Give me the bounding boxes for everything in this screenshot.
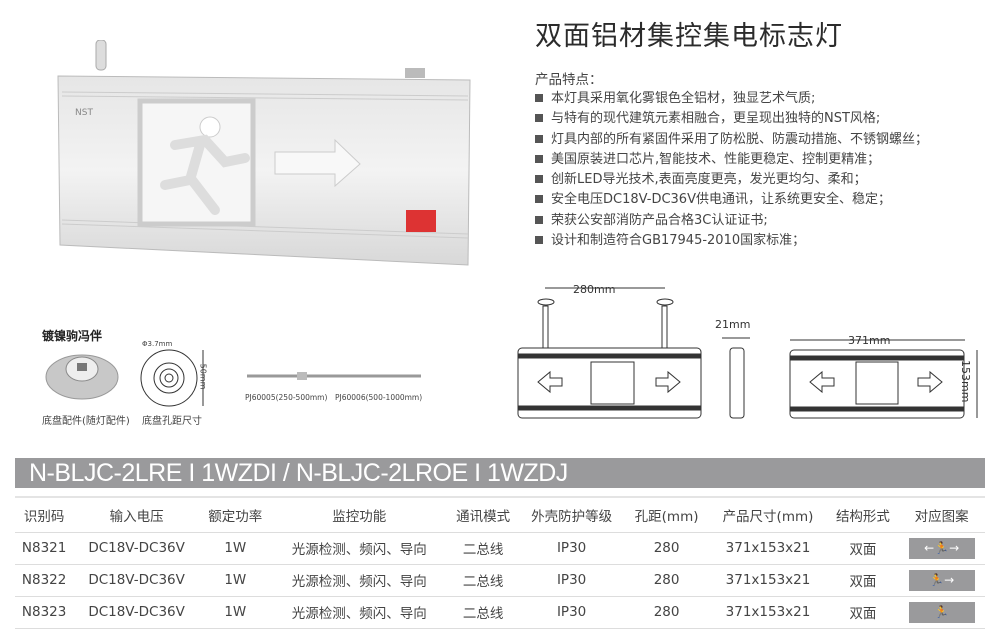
- dim-width: 371mm: [848, 334, 890, 347]
- cell-pattern: 🏃: [898, 596, 985, 629]
- cell-power: 1W: [199, 532, 271, 565]
- feature-text: 与特有的现代建筑元素相融合，更呈现出独特的NST风格;: [551, 111, 881, 127]
- features-list: 本灯具采用氧化雾银色全铝材，独显艺术气质; 与特有的现代建筑元素相融合，更呈现出…: [535, 89, 928, 251]
- hole-height: 50mm: [198, 363, 208, 390]
- cell-power: 1W: [199, 564, 271, 597]
- cell-monitor: 光源检测、频闪、导向: [270, 596, 448, 629]
- bullet-icon: [535, 134, 543, 143]
- col-header: 对应图案: [898, 496, 985, 533]
- feature-text: 灯具内部的所有紧固件采用了防松脱、防震动措施、不锈钢螺丝；: [551, 131, 929, 147]
- col-header: 通讯模式: [447, 496, 519, 533]
- feature-text: 荣获公安部消防产品合格3C认证证书;: [551, 212, 768, 228]
- exit-pattern-icon: 🏃: [908, 601, 975, 623]
- col-header: 监控功能: [270, 496, 448, 533]
- bullet-icon: [535, 114, 543, 123]
- feature-item: 美国原装进口芯片,智能技术、性能更稳定、控制更精准；: [535, 150, 928, 170]
- cell-comm: 二总线: [447, 564, 519, 597]
- cell-pattern: ←🏃→: [898, 532, 985, 565]
- table-row: N8322 DC18V-DC36V 1W 光源检测、频闪、导向 二总线 IP30…: [15, 564, 985, 597]
- cell-comm: 二总线: [447, 596, 519, 629]
- feature-item: 与特有的现代建筑元素相融合，更呈现出独特的NST风格;: [535, 109, 928, 129]
- col-header: 孔距(mm): [624, 496, 709, 533]
- cell-code: N8321: [15, 532, 74, 565]
- cell-structure: 双面: [827, 596, 899, 629]
- model-bar: N-BLJC-2LRE I 1WZDI / N-BLJC-2LROE I 1WZ…: [15, 458, 985, 488]
- hole-diameter: Φ3.7mm: [142, 340, 173, 348]
- page-title: 双面铝材集控集电标志灯: [535, 21, 843, 52]
- dim-depth: 21mm: [715, 318, 750, 331]
- dim-spacing: 280mm: [573, 283, 615, 296]
- feature-item: 本灯具采用氧化雾银色全铝材，独显艺术气质;: [535, 89, 928, 109]
- rod-label-2: PJ60006(500-1000mm): [335, 393, 423, 402]
- brand-logo: NST: [75, 108, 93, 118]
- spec-table: 识别码 输入电压 额定功率 监控功能 通讯模式 外壳防护等级 孔距(mm) 产品…: [15, 496, 985, 629]
- col-header: 输入电压: [73, 496, 200, 533]
- cell-structure: 双面: [827, 564, 899, 597]
- dim-height: 153mm: [959, 360, 972, 402]
- feature-text: 安全电压DC18V-DC36V供电通讯，让系统更安全、稳定；: [551, 192, 891, 208]
- cell-voltage: DC18V-DC36V: [73, 564, 200, 597]
- cell-code: N8323: [15, 596, 74, 629]
- exit-pattern-icon: 🏃→: [908, 569, 975, 591]
- cell-monitor: 光源检测、频闪、导向: [270, 532, 448, 565]
- cell-voltage: DC18V-DC36V: [73, 596, 200, 629]
- feature-text: 美国原装进口芯片,智能技术、性能更稳定、控制更精准；: [551, 151, 881, 167]
- cell-voltage: DC18V-DC36V: [73, 532, 200, 565]
- cell-comm: 二总线: [447, 532, 519, 565]
- table-header-row: 识别码 输入电压 额定功率 监控功能 通讯模式 外壳防护等级 孔距(mm) 产品…: [15, 496, 985, 533]
- bullet-icon: [535, 154, 543, 163]
- exit-pattern-icon: ←🏃→: [908, 537, 975, 559]
- table-row: N8323 DC18V-DC36V 1W 光源检测、频闪、导向 二总线 IP30…: [15, 596, 985, 629]
- cell-structure: 双面: [827, 532, 899, 565]
- col-header: 结构形式: [827, 496, 899, 533]
- rod-image: [247, 372, 421, 380]
- bullet-icon: [535, 236, 543, 245]
- product-photo: NST: [57, 40, 471, 266]
- base-plate-image: [45, 354, 119, 400]
- hole-diagram: [140, 349, 204, 407]
- cell-ip: IP30: [518, 596, 625, 629]
- cell-size: 371x153x21: [708, 564, 828, 597]
- hole-caption: 底盘孔距尺寸: [142, 416, 202, 427]
- col-header: 额定功率: [199, 496, 271, 533]
- feature-item: 创新LED导光技术,表面亮度更亮，发光更均匀、柔和；: [535, 170, 928, 190]
- feature-item: 安全电压DC18V-DC36V供电通讯，让系统更安全、稳定；: [535, 190, 928, 210]
- cell-power: 1W: [199, 596, 271, 629]
- cell-pattern: 🏃→: [898, 564, 985, 597]
- cell-monitor: 光源检测、频闪、导向: [270, 564, 448, 597]
- feature-item: 设计和制造符合GB17945-2010国家标准；: [535, 231, 928, 251]
- features-heading: 产品特点：: [535, 72, 603, 88]
- col-header: 识别码: [15, 496, 74, 533]
- feature-text: 创新LED导光技术,表面亮度更亮，发光更均匀、柔和；: [551, 172, 867, 188]
- feature-item: 灯具内部的所有紧固件采用了防松脱、防震动措施、不锈钢螺丝；: [535, 130, 928, 150]
- bullet-icon: [535, 195, 543, 204]
- feature-item: 荣获公安部消防产品合格3C认证证书;: [535, 211, 928, 231]
- cell-spacing: 280: [624, 532, 709, 565]
- cell-size: 371x153x21: [708, 596, 828, 629]
- bullet-icon: [535, 215, 543, 224]
- accessories-heading: 镀镍驹冯伴: [42, 329, 103, 343]
- feature-text: 设计和制造符合GB17945-2010国家标准；: [551, 233, 806, 249]
- cell-ip: IP30: [518, 564, 625, 597]
- cell-ip: IP30: [518, 532, 625, 565]
- rod-label-1: PJ60005(250-500mm): [245, 393, 328, 402]
- bullet-icon: [535, 175, 543, 184]
- table-row: N8321 DC18V-DC36V 1W 光源检测、频闪、导向 二总线 IP30…: [15, 532, 985, 565]
- cell-code: N8322: [15, 564, 74, 597]
- dimension-drawings: 280mm 21mm 371mm 153mm: [517, 283, 978, 419]
- cell-spacing: 280: [624, 596, 709, 629]
- cell-spacing: 280: [624, 564, 709, 597]
- col-header: 产品尺寸(mm): [708, 496, 828, 533]
- bullet-icon: [535, 94, 543, 102]
- cell-size: 371x153x21: [708, 532, 828, 565]
- feature-text: 本灯具采用氧化雾银色全铝材，独显艺术气质;: [551, 91, 816, 106]
- base-caption: 底盘配件(随灯配件): [42, 416, 130, 427]
- col-header: 外壳防护等级: [518, 496, 625, 533]
